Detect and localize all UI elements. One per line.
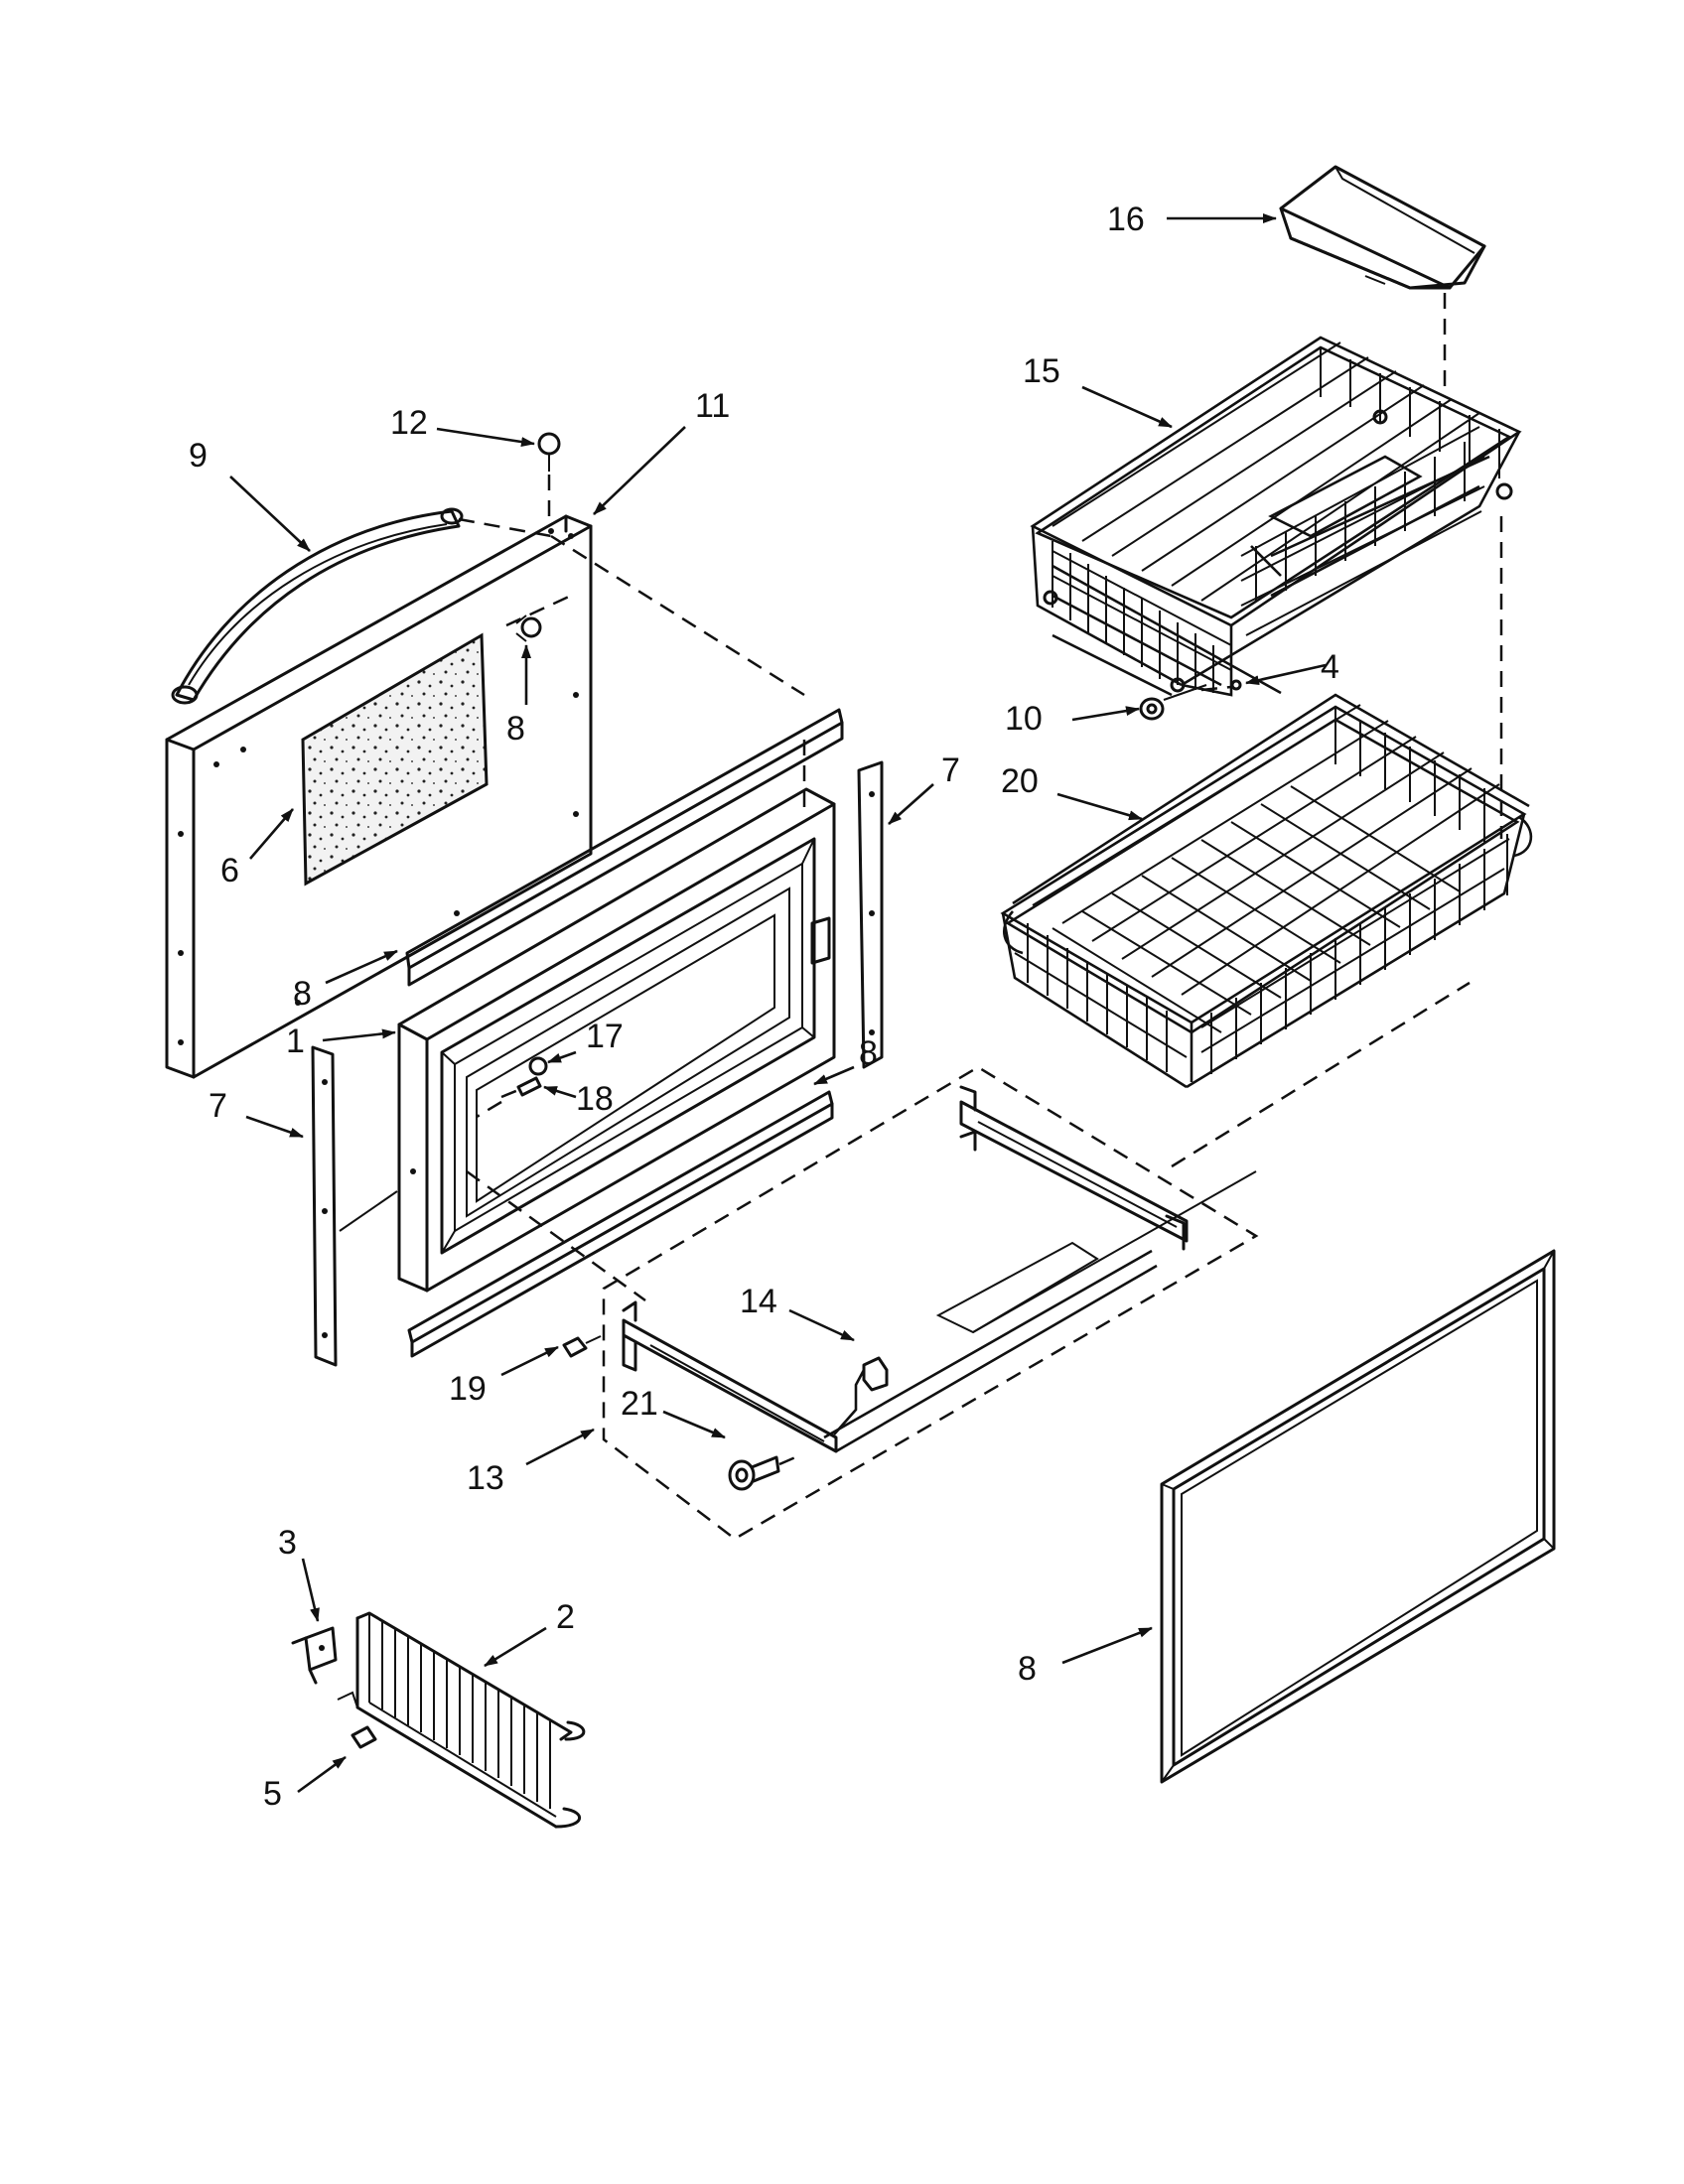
part-7-left-strip [311,1045,398,1367]
assembly-lines-middle [466,1100,646,1302]
part-5-screw [337,1691,377,1749]
callout-7-right: 7 [941,751,960,789]
part-15-slide-assembly [602,1065,1259,1541]
callout-12: 10 [1005,700,1043,738]
callout-13: 11 [695,387,730,425]
callout-23: 21 [621,1385,658,1423]
part-23-roller [728,1452,803,1491]
part-22-basket-grid [1014,704,1510,1074]
callout-labels: 16 15 12 11 9 8 4 10 20 6 7 8 1 17 18 8 … [189,201,1339,1813]
callout-17: 15 [1023,352,1060,390]
callout-arrows [229,213,1327,1794]
callout-22: 20 [1001,762,1039,800]
assembly-line-basket-slide [1171,981,1471,1168]
callout-2: 2 [556,1598,575,1636]
callout-20: 18 [576,1080,614,1118]
part-12-roller [1139,684,1207,721]
part-1-inner-door-liner [397,787,836,1293]
part-8-lower-trim [407,1090,834,1358]
callout-11: 9 [189,437,208,475]
callout-9: 8 [1018,1650,1037,1688]
part-11-handle [171,507,464,705]
part-2-wire-grill [355,1611,586,1829]
part-22-lower-basket [1000,693,1533,1089]
callout-15: 13 [467,1459,504,1497]
part-18-bin [1279,165,1486,290]
callout-4: 4 [1321,648,1339,686]
callout-18: 16 [1107,201,1145,238]
callout-5: 5 [263,1775,282,1813]
part-8-upper-trim [405,708,844,987]
part-6-insulation-pad [301,632,489,887]
callout-21: 19 [449,1370,487,1408]
part-17-basket-grid [1052,341,1500,693]
part-20-screw [500,1076,542,1099]
callout-1: 1 [286,1023,305,1060]
part-4-clip [1200,679,1242,692]
callout-8-lower: 8 [859,1034,878,1072]
callout-8-upper: 8 [293,975,312,1013]
callout-14: 12 [390,404,428,442]
callout-10: 8 [506,710,525,748]
callout-3: 3 [278,1524,297,1562]
part-7-right-strip [857,760,884,1069]
part-13-outer-door-panel [165,514,593,1079]
callout-7-left: 7 [209,1087,227,1125]
callout-16: 14 [740,1283,777,1320]
callout-19: 17 [586,1018,624,1055]
callout-6: 6 [220,852,239,889]
part-17-upper-basket [1030,336,1522,697]
part-3-bracket [291,1626,338,1685]
assembly-lines-upper [458,475,806,814]
part-9-door-gasket [1160,1249,1556,1784]
part-14-screw [537,432,561,472]
part-19-nut [528,1056,548,1076]
part-21-screw [562,1335,602,1358]
part-10-screw [515,614,542,642]
